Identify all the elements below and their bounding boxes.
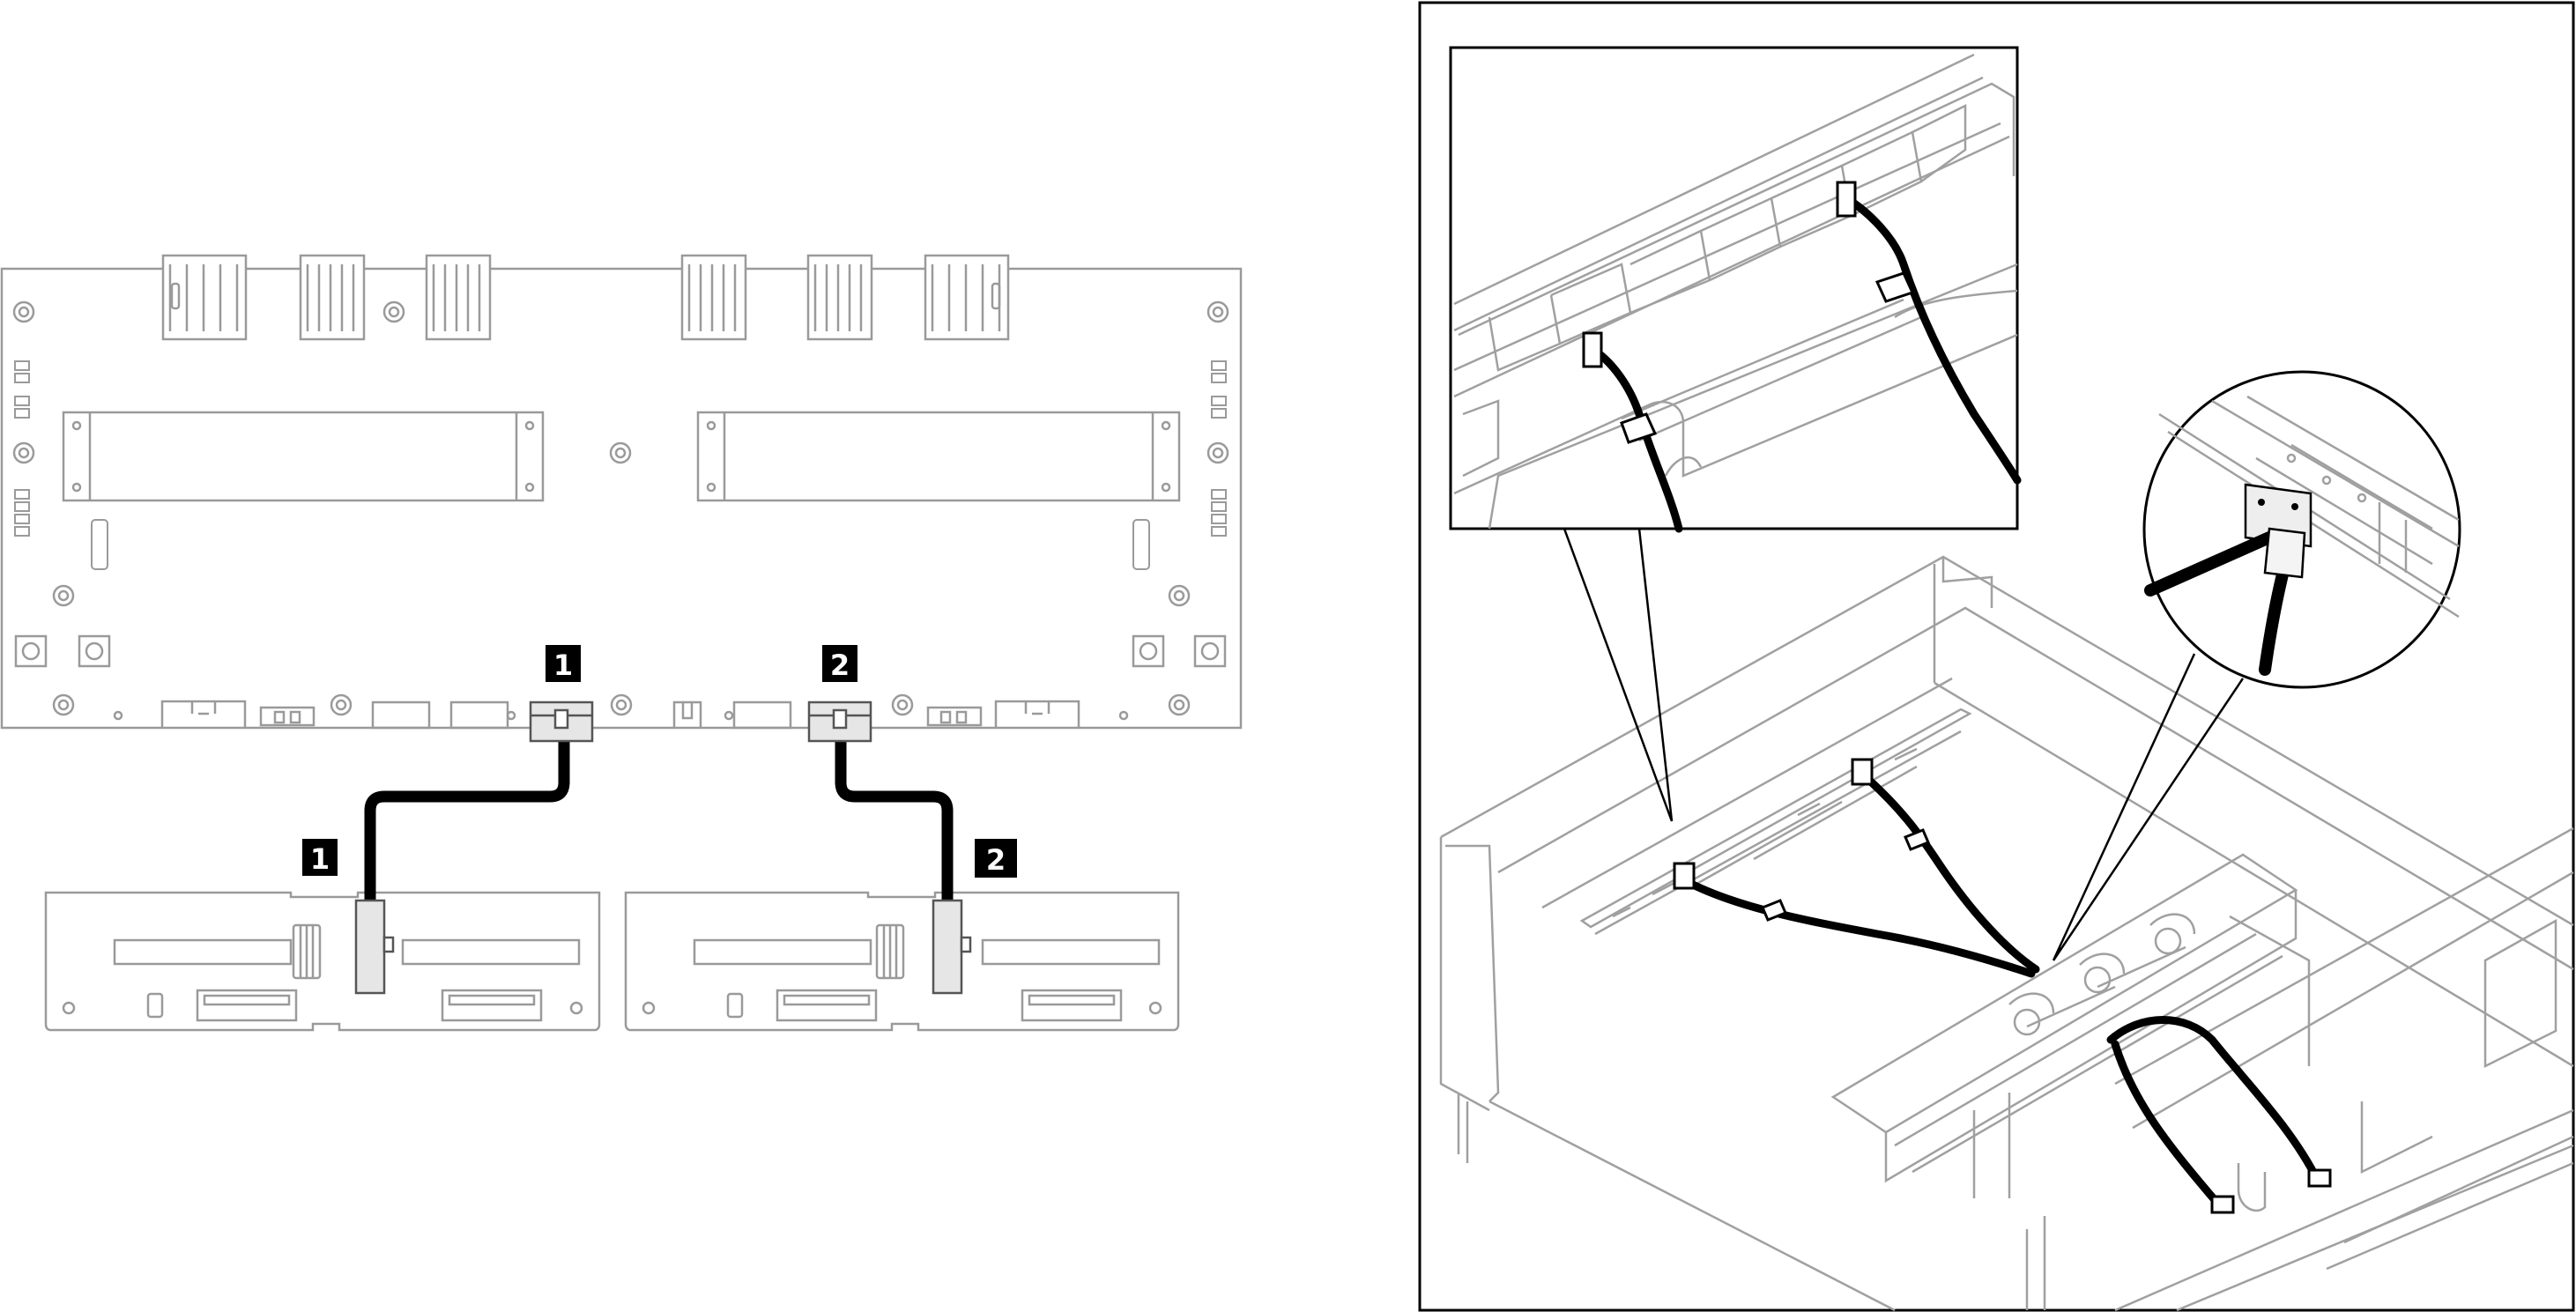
callout-2-top-text: 2 — [830, 649, 850, 682]
cable-1 — [364, 740, 570, 912]
backplane-board — [0, 254, 1243, 730]
magnifier-circle-icon — [2052, 370, 2461, 961]
top-connector-right-2 — [806, 254, 873, 341]
callout-1-bottom-text: 1 — [310, 842, 330, 876]
callout-1-top-text: 1 — [553, 649, 573, 682]
bottom-edge-connectors — [160, 700, 1080, 730]
connector-icon — [354, 700, 972, 995]
lower-board-left — [44, 891, 601, 1032]
lower-board-right — [624, 891, 1180, 1032]
isometric-view — [1418, 1, 2575, 1312]
top-connector-right-1 — [680, 254, 747, 341]
slot-left — [62, 411, 545, 502]
cable-2 — [835, 740, 954, 912]
square-pads — [14, 634, 1227, 668]
top-connector-right-3 — [924, 254, 1010, 341]
callout-2-bottom: 2 — [975, 839, 1017, 878]
top-connector-left-3 — [425, 254, 492, 341]
top-connector-left-2 — [299, 254, 366, 341]
schematic-view — [0, 254, 1243, 1032]
callout-1-top: 1 — [546, 645, 581, 682]
side-pins — [14, 360, 1227, 570]
mounting-holes — [12, 300, 1229, 721]
top-connector-left-1 — [161, 254, 248, 341]
slot-right — [696, 411, 1181, 502]
callout-2-bottom-text: 2 — [986, 843, 1006, 877]
cable-clip-icon — [1673, 758, 2332, 1214]
callout-1-bottom: 1 — [302, 839, 338, 876]
callout-2-top: 2 — [822, 645, 857, 682]
iso-cables — [1681, 771, 2322, 1212]
zoom-inset-square — [1449, 46, 2022, 822]
chassis — [1439, 555, 2574, 1312]
